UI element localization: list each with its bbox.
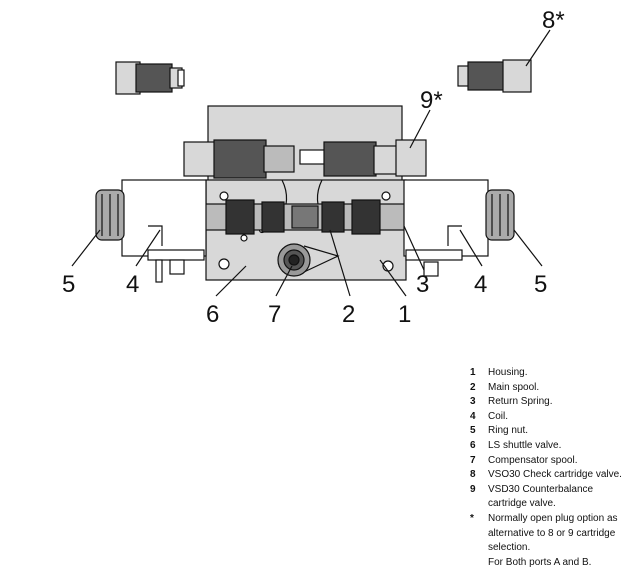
upper-block xyxy=(183,105,427,183)
callout-1: 1 xyxy=(398,301,411,328)
callout-8: 8* xyxy=(542,7,565,34)
callout-6: 6 xyxy=(206,301,219,328)
callout-3: 3 xyxy=(416,271,429,298)
main-spool xyxy=(199,199,411,235)
callout-5-right: 5 xyxy=(534,271,547,298)
ring-nut-right xyxy=(485,189,515,241)
leader-lines xyxy=(71,29,551,297)
coil-left xyxy=(121,179,207,283)
legend-note: For Both ports A and B. xyxy=(488,556,592,568)
callout-4-right: 4 xyxy=(474,271,487,298)
ring-nut-left xyxy=(95,189,125,241)
callout-4-left: 4 xyxy=(126,271,139,298)
callout-2: 2 xyxy=(342,301,355,328)
cartridge-top-right xyxy=(457,59,532,93)
cartridge-top-left xyxy=(115,61,185,95)
coil-right xyxy=(403,179,489,277)
callout-7: 7 xyxy=(268,301,281,328)
callout-9: 9* xyxy=(420,87,443,114)
callout-5-left: 5 xyxy=(62,271,75,298)
compensator-spool xyxy=(277,243,311,277)
legend-item: *Normally open plug option as alternativ… xyxy=(470,512,618,554)
